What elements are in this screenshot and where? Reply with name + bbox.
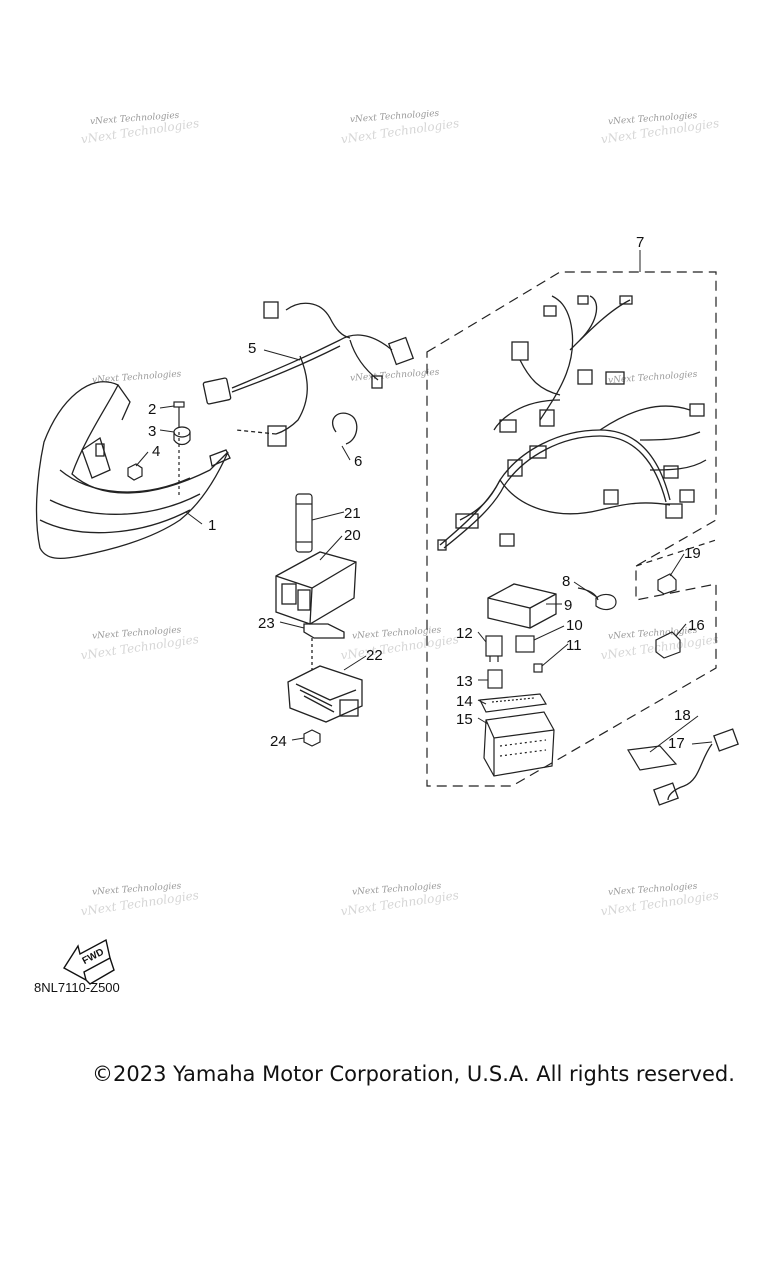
callout-6: 6 bbox=[354, 453, 362, 470]
ecu-part-20[interactable] bbox=[275, 551, 357, 625]
headlight-cowl-part-1[interactable] bbox=[35, 381, 231, 560]
watermarks: vNext Technologies vNext Technologies vN… bbox=[80, 109, 720, 919]
callout-15: 15 bbox=[456, 711, 473, 728]
label-part-18[interactable] bbox=[627, 745, 678, 771]
callout-5: 5 bbox=[248, 340, 256, 357]
regulator-part-22[interactable] bbox=[287, 665, 363, 723]
callout-9: 9 bbox=[564, 597, 572, 614]
callout-2: 2 bbox=[148, 401, 156, 418]
callout-23: 23 bbox=[258, 615, 275, 632]
callout-24: 24 bbox=[270, 733, 287, 750]
leader-lines bbox=[135, 250, 713, 753]
ring-part-6[interactable] bbox=[331, 412, 358, 445]
assembly-outline bbox=[426, 271, 717, 787]
bracket-part-23[interactable] bbox=[303, 623, 345, 670]
fuse-box-part-9[interactable] bbox=[487, 583, 557, 629]
sub-harness-part-5[interactable] bbox=[202, 301, 415, 447]
callout-21: 21 bbox=[344, 505, 361, 522]
lead-wire-part-17[interactable] bbox=[653, 728, 739, 806]
callout-22: 22 bbox=[366, 647, 383, 664]
callout-4: 4 bbox=[152, 443, 160, 460]
callout-20: 20 bbox=[344, 527, 361, 544]
callout-18: 18 bbox=[674, 707, 691, 724]
diagram-code: 8NL7110-Z500 bbox=[34, 980, 120, 995]
relay-part-12[interactable] bbox=[485, 635, 503, 662]
callout-16: 16 bbox=[688, 617, 705, 634]
fwd-arrow-icon: FWD bbox=[63, 938, 115, 985]
copyright-notice: ©2023 Yamaha Motor Corporation, U.S.A. A… bbox=[92, 1062, 735, 1086]
cap-part-8[interactable] bbox=[577, 587, 617, 611]
bolt-part-2[interactable] bbox=[173, 401, 185, 495]
nut-part-24[interactable] bbox=[303, 729, 321, 747]
callout-11: 11 bbox=[566, 637, 582, 654]
callout-numbers: 7 5 2 3 4 1 6 21 20 23 22 24 8 9 10 11 1… bbox=[148, 234, 705, 752]
callout-19: 19 bbox=[684, 545, 701, 562]
main-harness-part-7[interactable] bbox=[437, 295, 707, 551]
callout-12: 12 bbox=[456, 625, 473, 642]
connector-part-19[interactable] bbox=[657, 573, 677, 595]
relay-part-13[interactable] bbox=[487, 669, 503, 689]
fuse-strip-part-14[interactable] bbox=[479, 693, 547, 713]
callout-3: 3 bbox=[148, 423, 156, 440]
nut-part-4[interactable] bbox=[127, 463, 143, 481]
connector-part-16[interactable] bbox=[655, 631, 681, 659]
callout-13: 13 bbox=[456, 673, 473, 690]
callout-7: 7 bbox=[636, 234, 644, 251]
callout-1: 1 bbox=[208, 517, 216, 534]
callout-17: 17 bbox=[668, 735, 685, 752]
clamp-part-3[interactable] bbox=[173, 426, 191, 446]
relay-part-10[interactable] bbox=[515, 635, 535, 653]
band-part-21[interactable] bbox=[295, 493, 313, 553]
connector-part-11[interactable] bbox=[533, 663, 543, 673]
callout-10: 10 bbox=[566, 617, 583, 634]
watermark: vNext Technologies bbox=[92, 369, 182, 385]
fuse-block-part-15[interactable] bbox=[483, 711, 555, 777]
callout-14: 14 bbox=[456, 693, 473, 710]
callout-8: 8 bbox=[562, 573, 570, 590]
